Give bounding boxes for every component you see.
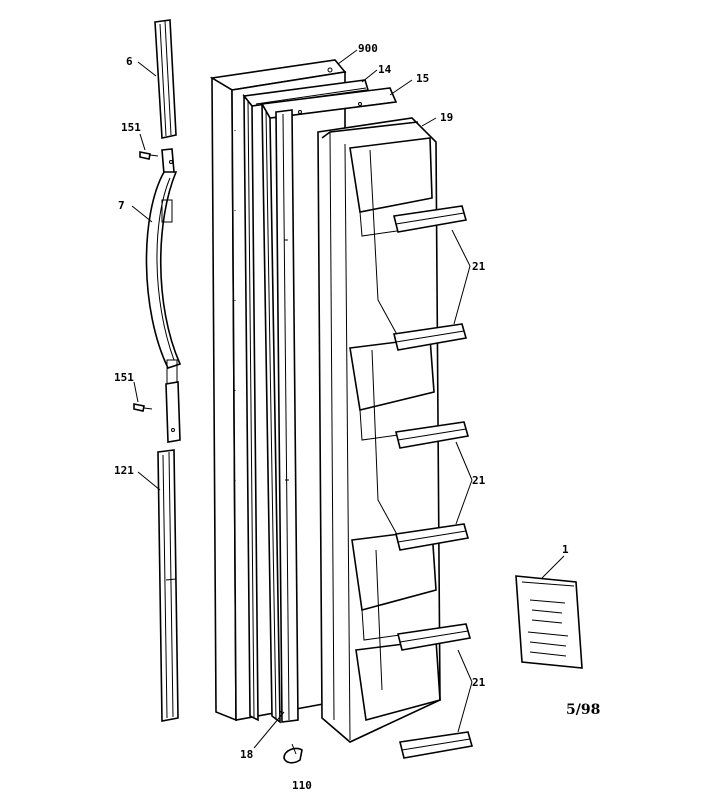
callout-19: 19 xyxy=(440,111,453,124)
callout-6: 6 xyxy=(126,55,133,68)
callout-21-upper: 21 xyxy=(472,260,486,273)
shelf-bar-6 xyxy=(399,731,474,759)
leader-lines xyxy=(131,49,565,755)
callout-18: 18 xyxy=(240,748,253,761)
shelf-bar-5 xyxy=(397,623,472,651)
date-code: 5/98 xyxy=(566,702,600,718)
callout-151-upper: 151 xyxy=(121,121,141,134)
callout-121: 121 xyxy=(114,464,134,477)
screw-lower-part xyxy=(133,403,153,412)
handle-top-cap-part xyxy=(154,19,177,139)
handle-trim-part xyxy=(157,449,179,722)
shelf-bar-1 xyxy=(393,205,468,233)
callout-15: 15 xyxy=(416,72,429,85)
callout-14: 14 xyxy=(378,63,392,76)
callout-110: 110 xyxy=(292,779,312,792)
callout-labels: 900 14 15 19 6 151 7 151 121 21 21 21 1 … xyxy=(114,42,600,792)
callout-900: 900 xyxy=(358,42,378,55)
handle-part xyxy=(145,148,182,443)
manual-part xyxy=(515,575,583,669)
cam-part xyxy=(283,747,303,764)
callout-21-middle: 21 xyxy=(472,474,486,487)
gasket-part xyxy=(242,79,370,722)
shelf-bar-4 xyxy=(395,523,470,551)
shelf-bar-3 xyxy=(395,421,470,449)
callout-21-lower: 21 xyxy=(472,676,486,689)
door-liner-frame-part xyxy=(260,87,398,724)
shelf-bar-2 xyxy=(393,323,468,351)
callout-151-lower: 151 xyxy=(114,371,134,384)
door-stop-part xyxy=(275,109,299,723)
screw-upper-part xyxy=(139,151,159,160)
callout-1: 1 xyxy=(562,543,569,556)
callout-7: 7 xyxy=(118,199,125,212)
